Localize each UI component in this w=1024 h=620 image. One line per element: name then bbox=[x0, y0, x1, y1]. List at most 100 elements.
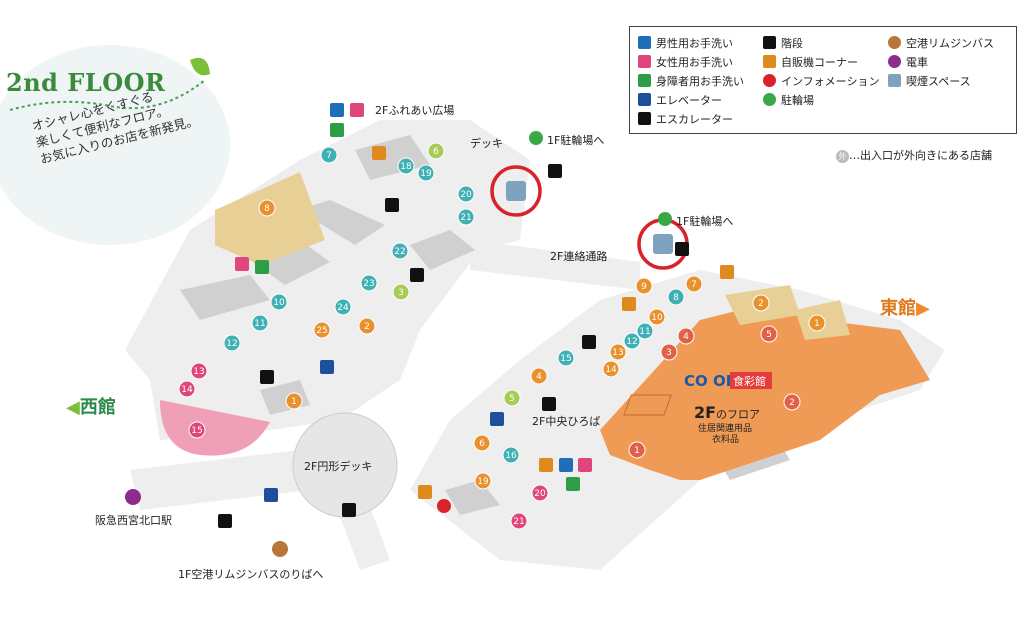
legend-label: インフォメーション bbox=[781, 75, 880, 88]
store-coop-5-marker[interactable] bbox=[760, 325, 778, 343]
vending-icon bbox=[720, 265, 734, 279]
store-east-12-marker[interactable] bbox=[623, 332, 641, 350]
store-west-1-number: 1 bbox=[291, 397, 297, 407]
store-east-10-marker[interactable] bbox=[648, 308, 666, 326]
bicycle-parking-icon bbox=[658, 212, 672, 226]
store-west-18-marker[interactable] bbox=[397, 157, 415, 175]
store-west-8-marker[interactable] bbox=[258, 199, 276, 217]
store-west-15-marker[interactable] bbox=[188, 421, 206, 439]
store-coop-3-number: 3 bbox=[666, 348, 672, 358]
store-east-4-number: 4 bbox=[536, 372, 542, 382]
store-east-4-marker[interactable] bbox=[530, 367, 548, 385]
store-west-13-marker[interactable] bbox=[190, 362, 208, 380]
store-east-2-marker[interactable] bbox=[752, 294, 770, 312]
stairs-icon bbox=[410, 268, 424, 282]
store-coop-1-marker[interactable] bbox=[628, 441, 646, 459]
mens-restroom-icon bbox=[559, 458, 573, 472]
store-west-20-marker[interactable] bbox=[457, 185, 475, 203]
west-building-floor bbox=[125, 120, 530, 440]
store-west-10-number: 10 bbox=[273, 298, 285, 308]
store-east-11-number: 11 bbox=[639, 327, 650, 337]
store-west-2-marker[interactable] bbox=[358, 317, 376, 335]
vending-icon bbox=[763, 55, 776, 68]
store-coop-4-marker[interactable] bbox=[677, 327, 695, 345]
store-west-1-marker[interactable] bbox=[285, 392, 303, 410]
store-west-7-marker[interactable] bbox=[320, 146, 338, 164]
store-east-9-marker[interactable] bbox=[635, 277, 653, 295]
store-west-22-marker[interactable] bbox=[391, 242, 409, 260]
legend-label: 空港リムジンバス bbox=[906, 37, 994, 50]
store-east-15-marker[interactable] bbox=[557, 349, 575, 367]
coop-line2: 衣料品 bbox=[712, 433, 739, 445]
store-west-20-number: 20 bbox=[460, 190, 472, 200]
information-icon bbox=[763, 74, 776, 87]
legend-item: 男性用お手洗い bbox=[638, 35, 733, 51]
station-bridge bbox=[130, 450, 310, 510]
store-east-20-marker[interactable] bbox=[531, 484, 549, 502]
train-icon bbox=[888, 55, 901, 68]
store-west-12-number: 12 bbox=[226, 339, 237, 349]
connector-walkway bbox=[470, 240, 640, 290]
store-east-14-marker[interactable] bbox=[602, 360, 620, 378]
leaf-icon: ◀ bbox=[66, 397, 80, 418]
store-east-8-marker[interactable] bbox=[667, 288, 685, 306]
store-west-23-number: 23 bbox=[363, 279, 374, 289]
store-coop-2-marker[interactable] bbox=[783, 393, 801, 411]
store-west-12-marker[interactable] bbox=[223, 334, 241, 352]
stairs-icon bbox=[763, 36, 776, 49]
store-west-3-marker[interactable] bbox=[392, 283, 410, 301]
store-west-10-marker[interactable] bbox=[270, 293, 288, 311]
smoking-area-icon bbox=[506, 181, 526, 201]
coop-floor-text: のフロア bbox=[716, 408, 760, 421]
store-east-21-marker[interactable] bbox=[510, 512, 528, 530]
escalator-icon bbox=[260, 370, 274, 384]
store-west-8-area bbox=[215, 172, 325, 265]
store-west-19-marker[interactable] bbox=[417, 164, 435, 182]
escalator-icon bbox=[582, 335, 596, 349]
legend-label: 階段 bbox=[781, 37, 803, 50]
store-west-21-number: 21 bbox=[460, 213, 471, 223]
store-east-14-number: 14 bbox=[605, 365, 617, 375]
store-east-11-marker[interactable] bbox=[636, 322, 654, 340]
store-coop-3-marker[interactable] bbox=[660, 343, 678, 361]
bike-parking-1f-label: 1F駐輪場へ bbox=[676, 215, 734, 228]
store-east-7-number: 7 bbox=[691, 280, 697, 290]
store-west-21-marker[interactable] bbox=[457, 208, 475, 226]
store-east-6-marker[interactable] bbox=[473, 434, 491, 452]
header-dotted-line bbox=[9, 79, 206, 111]
store-east-15-number: 15 bbox=[560, 354, 571, 364]
escalator-icon bbox=[542, 397, 556, 411]
outside-mark-icon: 外 bbox=[836, 150, 849, 163]
coop-logo: CO OP 食彩館 bbox=[684, 372, 772, 390]
store-west-11-marker[interactable] bbox=[251, 314, 269, 332]
store-east-19-marker[interactable] bbox=[474, 472, 492, 490]
legend-item: 喫煙スペース bbox=[888, 73, 971, 89]
vending-icon bbox=[622, 297, 636, 311]
leaf-icon: ▶ bbox=[916, 298, 930, 319]
store-west-14-marker[interactable] bbox=[178, 380, 196, 398]
escalator-icon bbox=[385, 198, 399, 212]
store-east-1-marker[interactable] bbox=[808, 314, 826, 332]
store-east-13-marker[interactable] bbox=[609, 343, 627, 361]
central-plaza-label: 2F中央ひろば bbox=[532, 415, 601, 428]
store-east-16-number: 16 bbox=[505, 451, 517, 461]
womens-restroom-icon bbox=[578, 458, 592, 472]
store-west-19-number: 19 bbox=[420, 169, 432, 179]
legend-label: 電車 bbox=[906, 56, 928, 69]
coop-line1: 住居関連用品 bbox=[698, 422, 752, 434]
store-west-24-marker[interactable] bbox=[334, 298, 352, 316]
legend-label: 女性用お手洗い bbox=[656, 56, 733, 69]
store-west-2-number: 2 bbox=[364, 322, 370, 332]
store-east-19-number: 19 bbox=[477, 477, 489, 487]
store-east-5-marker[interactable] bbox=[503, 389, 521, 407]
store-west-23-marker[interactable] bbox=[360, 274, 378, 292]
escalator-icon bbox=[218, 514, 232, 528]
store-west-25-marker[interactable] bbox=[313, 321, 331, 339]
smoking-area-icon bbox=[653, 234, 673, 254]
store-east-7-marker[interactable] bbox=[685, 275, 703, 293]
coop-floor-num: 2F bbox=[694, 403, 716, 422]
escalator-icon bbox=[638, 112, 651, 125]
store-east-16-marker[interactable] bbox=[502, 446, 520, 464]
store-east-2-number: 2 bbox=[758, 299, 764, 309]
store-west-6-marker[interactable] bbox=[427, 142, 445, 160]
